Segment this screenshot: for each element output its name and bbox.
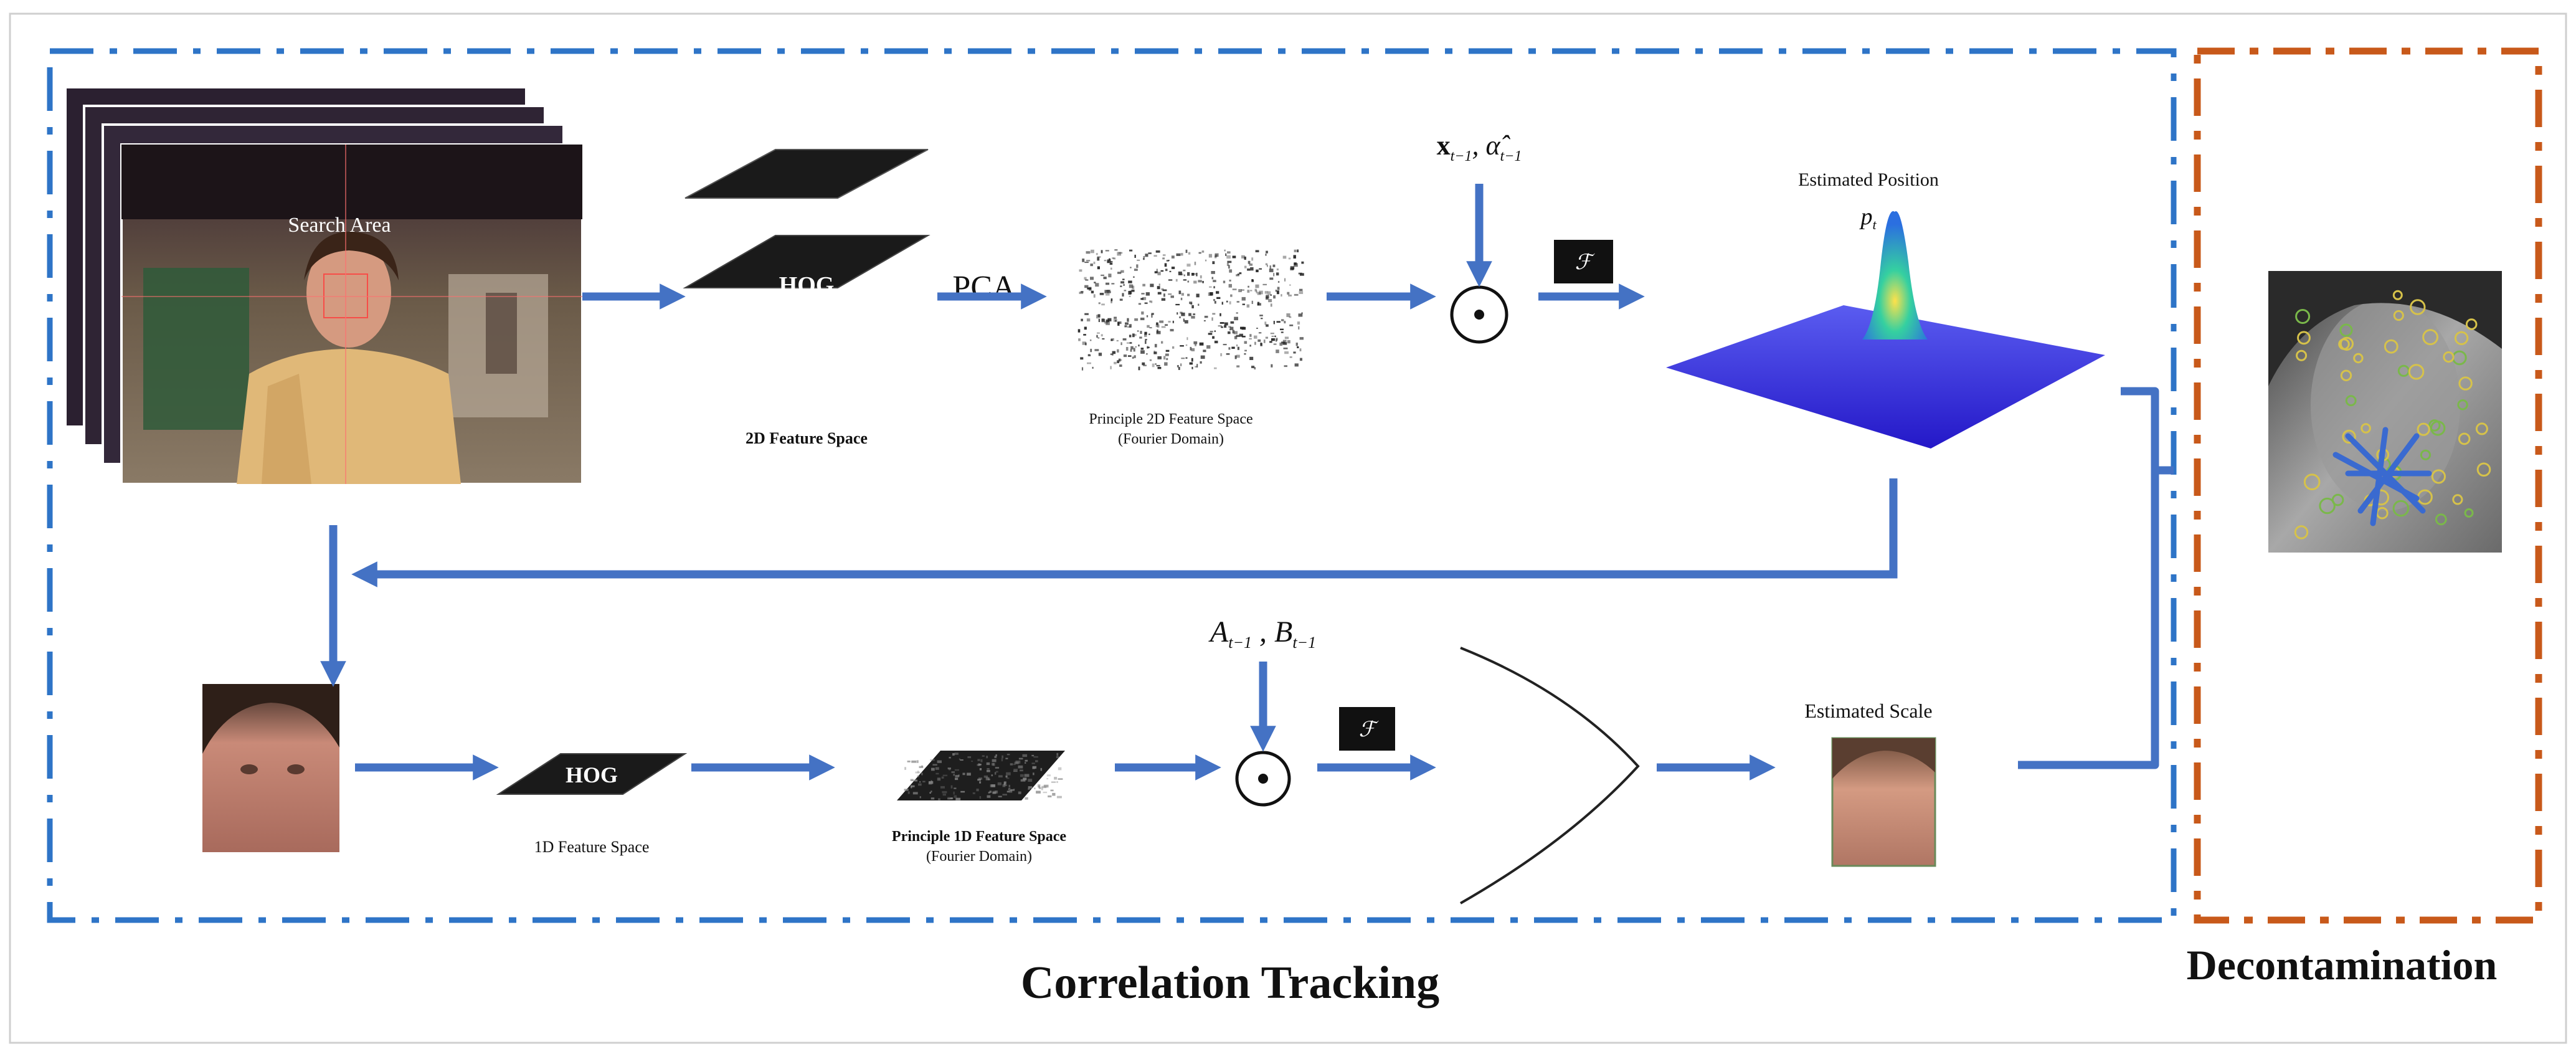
ifft-icon-1d: ℱ	[1339, 707, 1395, 751]
response-peak	[1862, 211, 1928, 339]
decontamination-photo	[2268, 271, 2502, 553]
ifft-icon: ℱ	[1554, 240, 1613, 283]
hog-map-top	[684, 149, 929, 199]
decontamination-region	[2194, 47, 2542, 924]
search-area-label: Search Area	[288, 214, 391, 237]
outer-border	[9, 12, 2567, 1044]
hog-bottom-label: HOG	[779, 347, 835, 373]
model-2d-label: xt−1, α̂t−1	[1437, 130, 1522, 164]
response-map-surface	[1666, 211, 2105, 449]
correlation-tracking-label: Correlation Tracking	[1021, 957, 1439, 1009]
estimated-scale-photo	[1831, 737, 1936, 867]
search-frame-stack: Search Area	[64, 86, 584, 485]
arrow-scale-to-decontamination	[2018, 387, 2159, 769]
model-1d-label: At−1 , Bt−1	[1208, 615, 1316, 652]
decontamination-label: Decontamination	[2187, 941, 2498, 989]
hog-1d-label: HOG	[566, 762, 618, 787]
face-crop-photo	[202, 684, 339, 852]
flow-arrows	[320, 184, 2174, 781]
person-photo	[121, 145, 582, 484]
principal-1d-caption-2: (Fourier Domain)	[926, 848, 1032, 865]
arrow-position-feedback	[351, 478, 1898, 587]
hog-1d-caption: 1D Feature Space	[534, 838, 650, 856]
principal-1d-caption-1: Principle 1D Feature Space	[892, 828, 1067, 845]
hog-2d-caption: 2D Feature Space	[746, 429, 868, 447]
motion-lines	[2332, 427, 2432, 526]
elementwise-product-icon-1d	[1235, 751, 1291, 807]
principal-2d-feature-map	[1077, 249, 1304, 371]
estimated-scale-title: Estimated Scale	[1804, 700, 1932, 722]
hog-top-label: HOG	[779, 272, 835, 298]
hog-1d-feature-map: HOG 1D Feature Space	[496, 753, 688, 856]
estimated-position-title: Estimated Position	[1798, 169, 1939, 190]
correlation-tracking-region	[47, 48, 2177, 923]
elementwise-product-icon	[1450, 285, 1508, 344]
hog-2d-feature-stack: HOG HOG 2D Feature Space	[683, 149, 930, 447]
principal-2d-caption-2: (Fourier Domain)	[1118, 431, 1224, 447]
hog-map-bottom	[683, 235, 930, 288]
principal-2d-caption-1: Principle 2D Feature Space	[1089, 411, 1252, 427]
scale-response-curve	[1460, 647, 1640, 904]
position-symbol: pt	[1859, 204, 1877, 232]
principal-1d-feature-map	[897, 751, 1065, 801]
